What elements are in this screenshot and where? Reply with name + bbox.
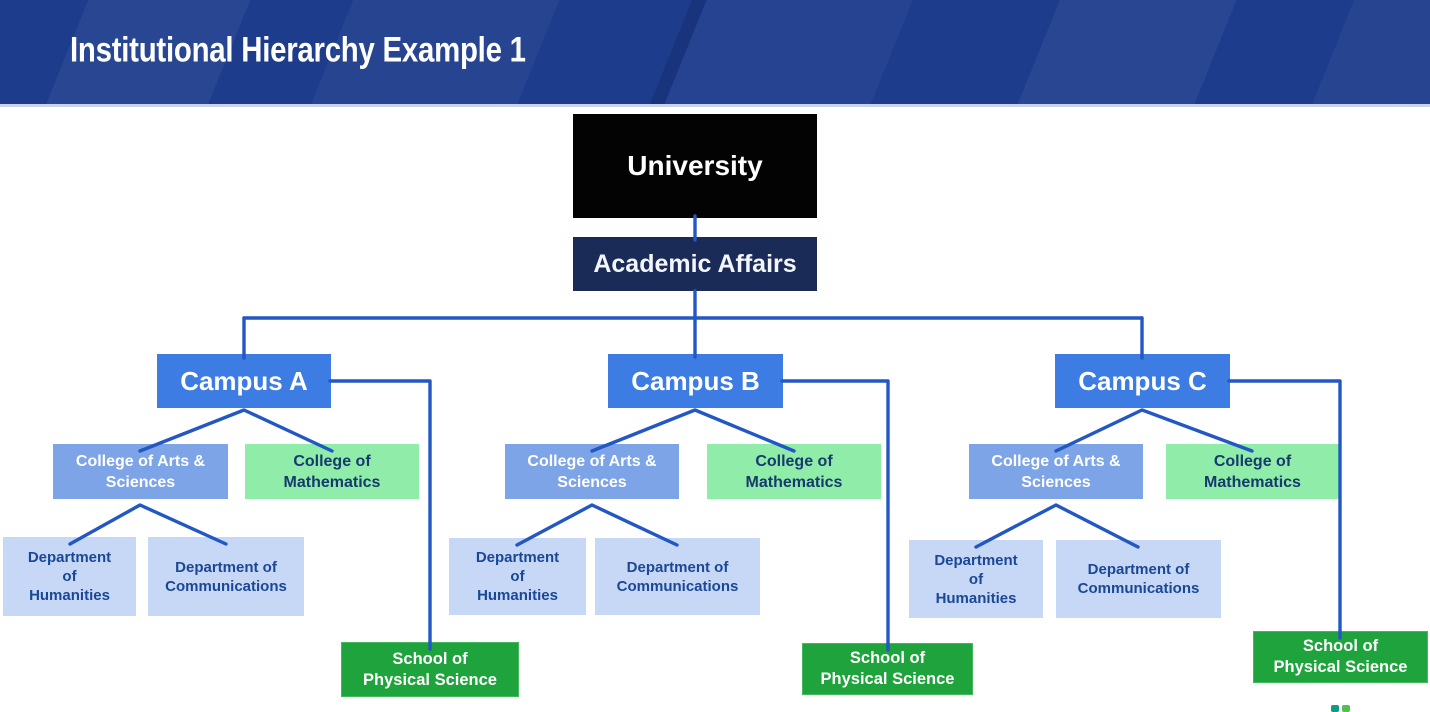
logo-block-green bbox=[1342, 705, 1350, 712]
slide-title: Institutional Hierarchy Example 1 bbox=[70, 30, 526, 70]
node-dept-communications-b: Department of Communications bbox=[595, 538, 760, 615]
node-dept-humanities-a: Department of Humanities bbox=[3, 537, 136, 616]
node-college-mathematics-c: College of Mathematics bbox=[1166, 444, 1339, 499]
node-dept-humanities-b: Department of Humanities bbox=[449, 538, 586, 615]
edge-campus-b-school bbox=[780, 379, 890, 652]
node-campus-c: Campus C bbox=[1055, 354, 1230, 408]
node-university: University bbox=[573, 114, 817, 218]
node-academic-affairs: Academic Affairs bbox=[573, 237, 817, 291]
node-campus-b: Campus B bbox=[608, 354, 783, 408]
node-school-physical-science-a: School of Physical Science bbox=[341, 642, 519, 697]
node-college-mathematics-a: College of Mathematics bbox=[245, 444, 419, 499]
logo-icon bbox=[1331, 705, 1350, 712]
node-school-physical-science-b: School of Physical Science bbox=[802, 643, 973, 695]
node-college-arts-sciences-c: College of Arts & Sciences bbox=[969, 444, 1143, 499]
node-dept-communications-c: Department of Communications bbox=[1056, 540, 1221, 618]
node-dept-communications-a: Department of Communications bbox=[148, 537, 304, 616]
node-college-mathematics-b: College of Mathematics bbox=[707, 444, 881, 499]
node-dept-humanities-c: Department of Humanities bbox=[909, 540, 1043, 618]
node-college-arts-sciences-b: College of Arts & Sciences bbox=[505, 444, 679, 499]
edge-campus-a-school bbox=[328, 379, 432, 651]
node-school-physical-science-c: School of Physical Science bbox=[1253, 631, 1428, 683]
logo-block-teal bbox=[1331, 705, 1339, 712]
edge-campus-c-school bbox=[1227, 379, 1342, 640]
node-college-arts-sciences-a: College of Arts & Sciences bbox=[53, 444, 228, 499]
title-banner: Institutional Hierarchy Example 1 bbox=[0, 0, 1430, 107]
node-campus-a: Campus A bbox=[157, 354, 331, 408]
